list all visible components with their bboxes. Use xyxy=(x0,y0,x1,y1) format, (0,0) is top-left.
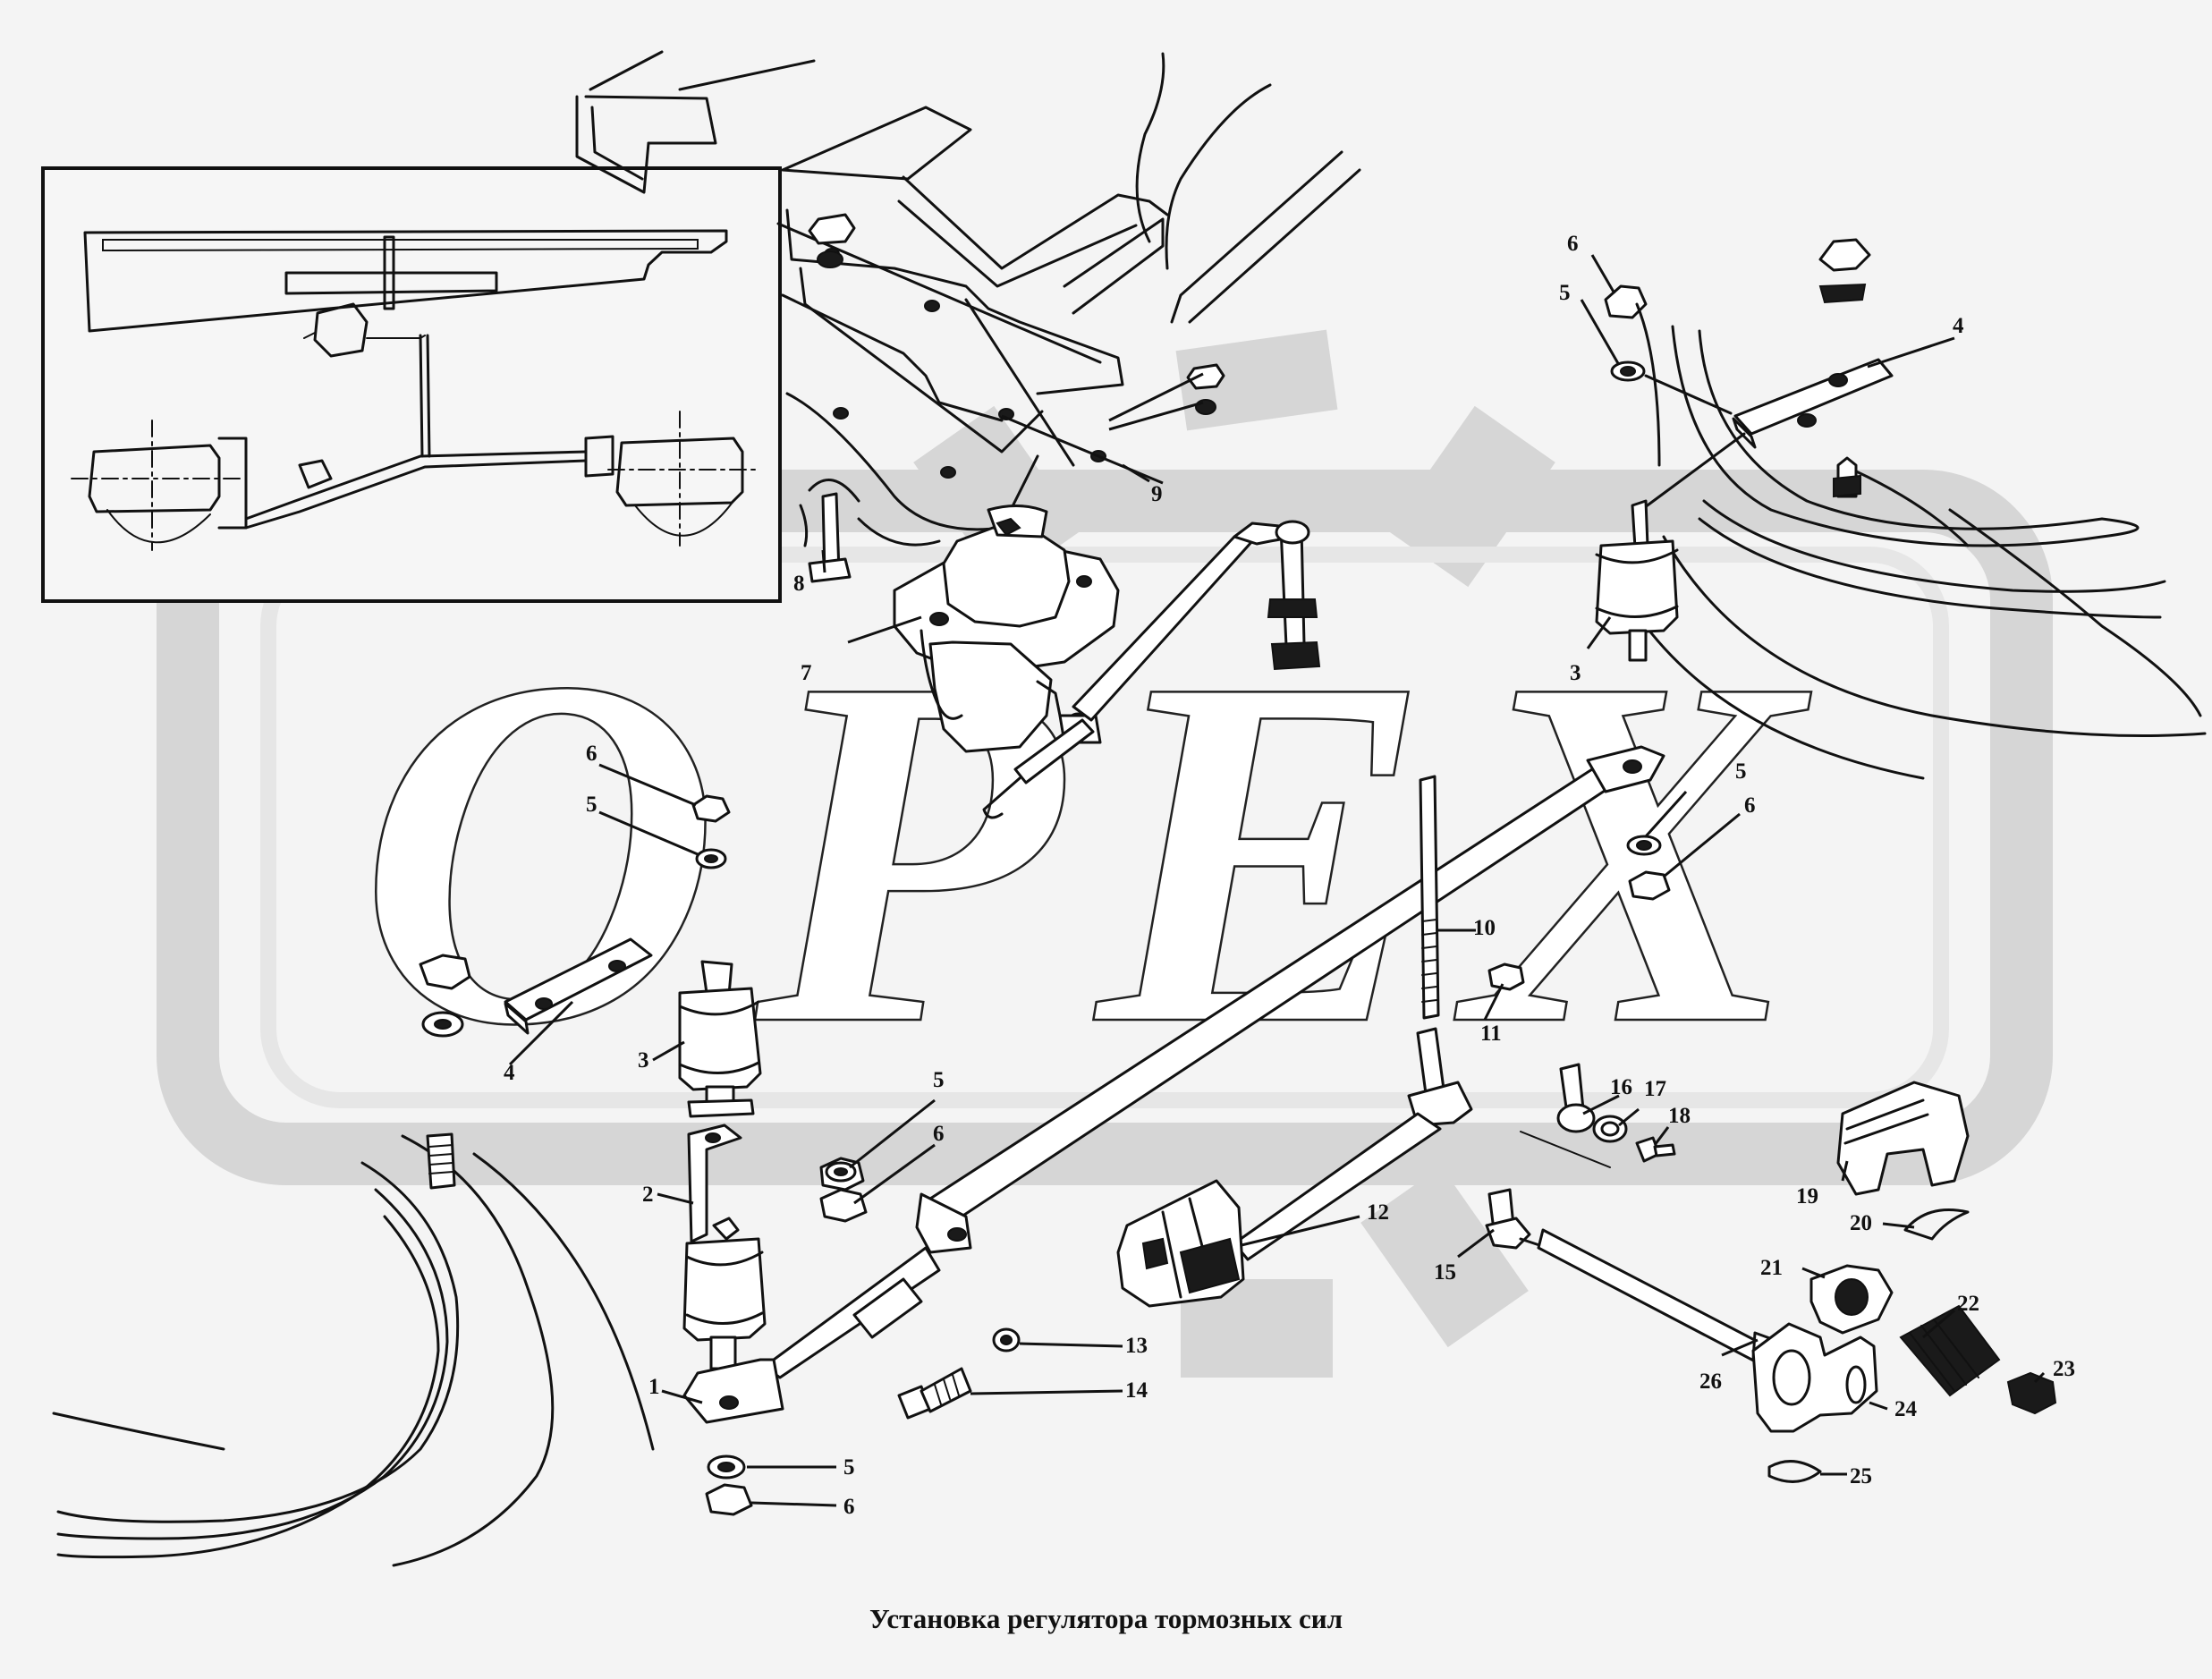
callout-15: 15 xyxy=(1434,1260,1456,1285)
callout-8: 8 xyxy=(793,572,805,596)
chassis-frame xyxy=(575,50,1361,583)
brake-force-regulator xyxy=(893,504,1321,819)
long-rod xyxy=(682,745,1665,1516)
callout-23: 23 xyxy=(2053,1357,2075,1381)
callout-16: 16 xyxy=(1610,1075,1632,1099)
watermark-text: OPEX xyxy=(358,574,1837,1129)
bolt-washer-group xyxy=(897,1327,1021,1420)
callout-1: 1 xyxy=(648,1375,660,1399)
callout-6: 6 xyxy=(843,1495,855,1519)
leader-lines xyxy=(508,254,2046,1507)
callout-5: 5 xyxy=(1559,281,1571,305)
callout-4: 4 xyxy=(504,1061,515,1085)
callout-labels: 1 2 3 3 4 4 5 5 5 5 5 6 6 6 6 6 7 8 9 10… xyxy=(504,232,2075,1519)
callout-17: 17 xyxy=(1644,1077,1666,1101)
callout-5: 5 xyxy=(1735,759,1747,784)
callout-25: 25 xyxy=(1850,1464,1872,1488)
callout-7: 7 xyxy=(801,661,812,685)
callout-6: 6 xyxy=(933,1122,945,1146)
callout-6: 6 xyxy=(1567,232,1579,256)
center-stud-group xyxy=(1419,775,1671,1020)
callout-2: 2 xyxy=(642,1183,654,1207)
callout-3: 3 xyxy=(638,1048,649,1073)
left-wheel-arch xyxy=(52,1134,655,1567)
callout-11: 11 xyxy=(1480,1022,1502,1046)
link-rod-group xyxy=(1116,1027,1473,1308)
callout-6: 6 xyxy=(586,742,597,766)
callout-5: 5 xyxy=(586,793,597,817)
callout-26: 26 xyxy=(1699,1369,1722,1394)
callout-22: 22 xyxy=(1957,1292,1979,1316)
right-wheel-arch xyxy=(1644,325,2207,780)
callout-9: 9 xyxy=(1151,482,1163,506)
callout-21: 21 xyxy=(1760,1256,1783,1280)
callout-18: 18 xyxy=(1668,1104,1691,1128)
callout-12: 12 xyxy=(1367,1200,1389,1225)
diagram-caption: Установка регулятора тормозных сил xyxy=(869,1603,1343,1634)
left-mount-group xyxy=(419,794,762,1190)
inset-overview xyxy=(41,166,782,603)
callout-5: 5 xyxy=(933,1068,945,1092)
callout-20: 20 xyxy=(1850,1211,1872,1235)
callout-5: 5 xyxy=(843,1455,855,1480)
lower-right-parts xyxy=(1485,1063,2057,1483)
callout-3: 3 xyxy=(1570,661,1581,685)
callout-10: 10 xyxy=(1473,916,1496,940)
callout-19: 19 xyxy=(1796,1184,1818,1208)
callout-4: 4 xyxy=(1953,314,1964,338)
callout-14: 14 xyxy=(1125,1378,1148,1403)
callout-13: 13 xyxy=(1125,1334,1148,1358)
callout-24: 24 xyxy=(1894,1397,1918,1421)
callout-6: 6 xyxy=(1744,793,1756,818)
bracket-group xyxy=(682,1124,868,1370)
watermark: OPEX xyxy=(157,329,2053,1378)
right-mount-group xyxy=(1595,238,1894,662)
